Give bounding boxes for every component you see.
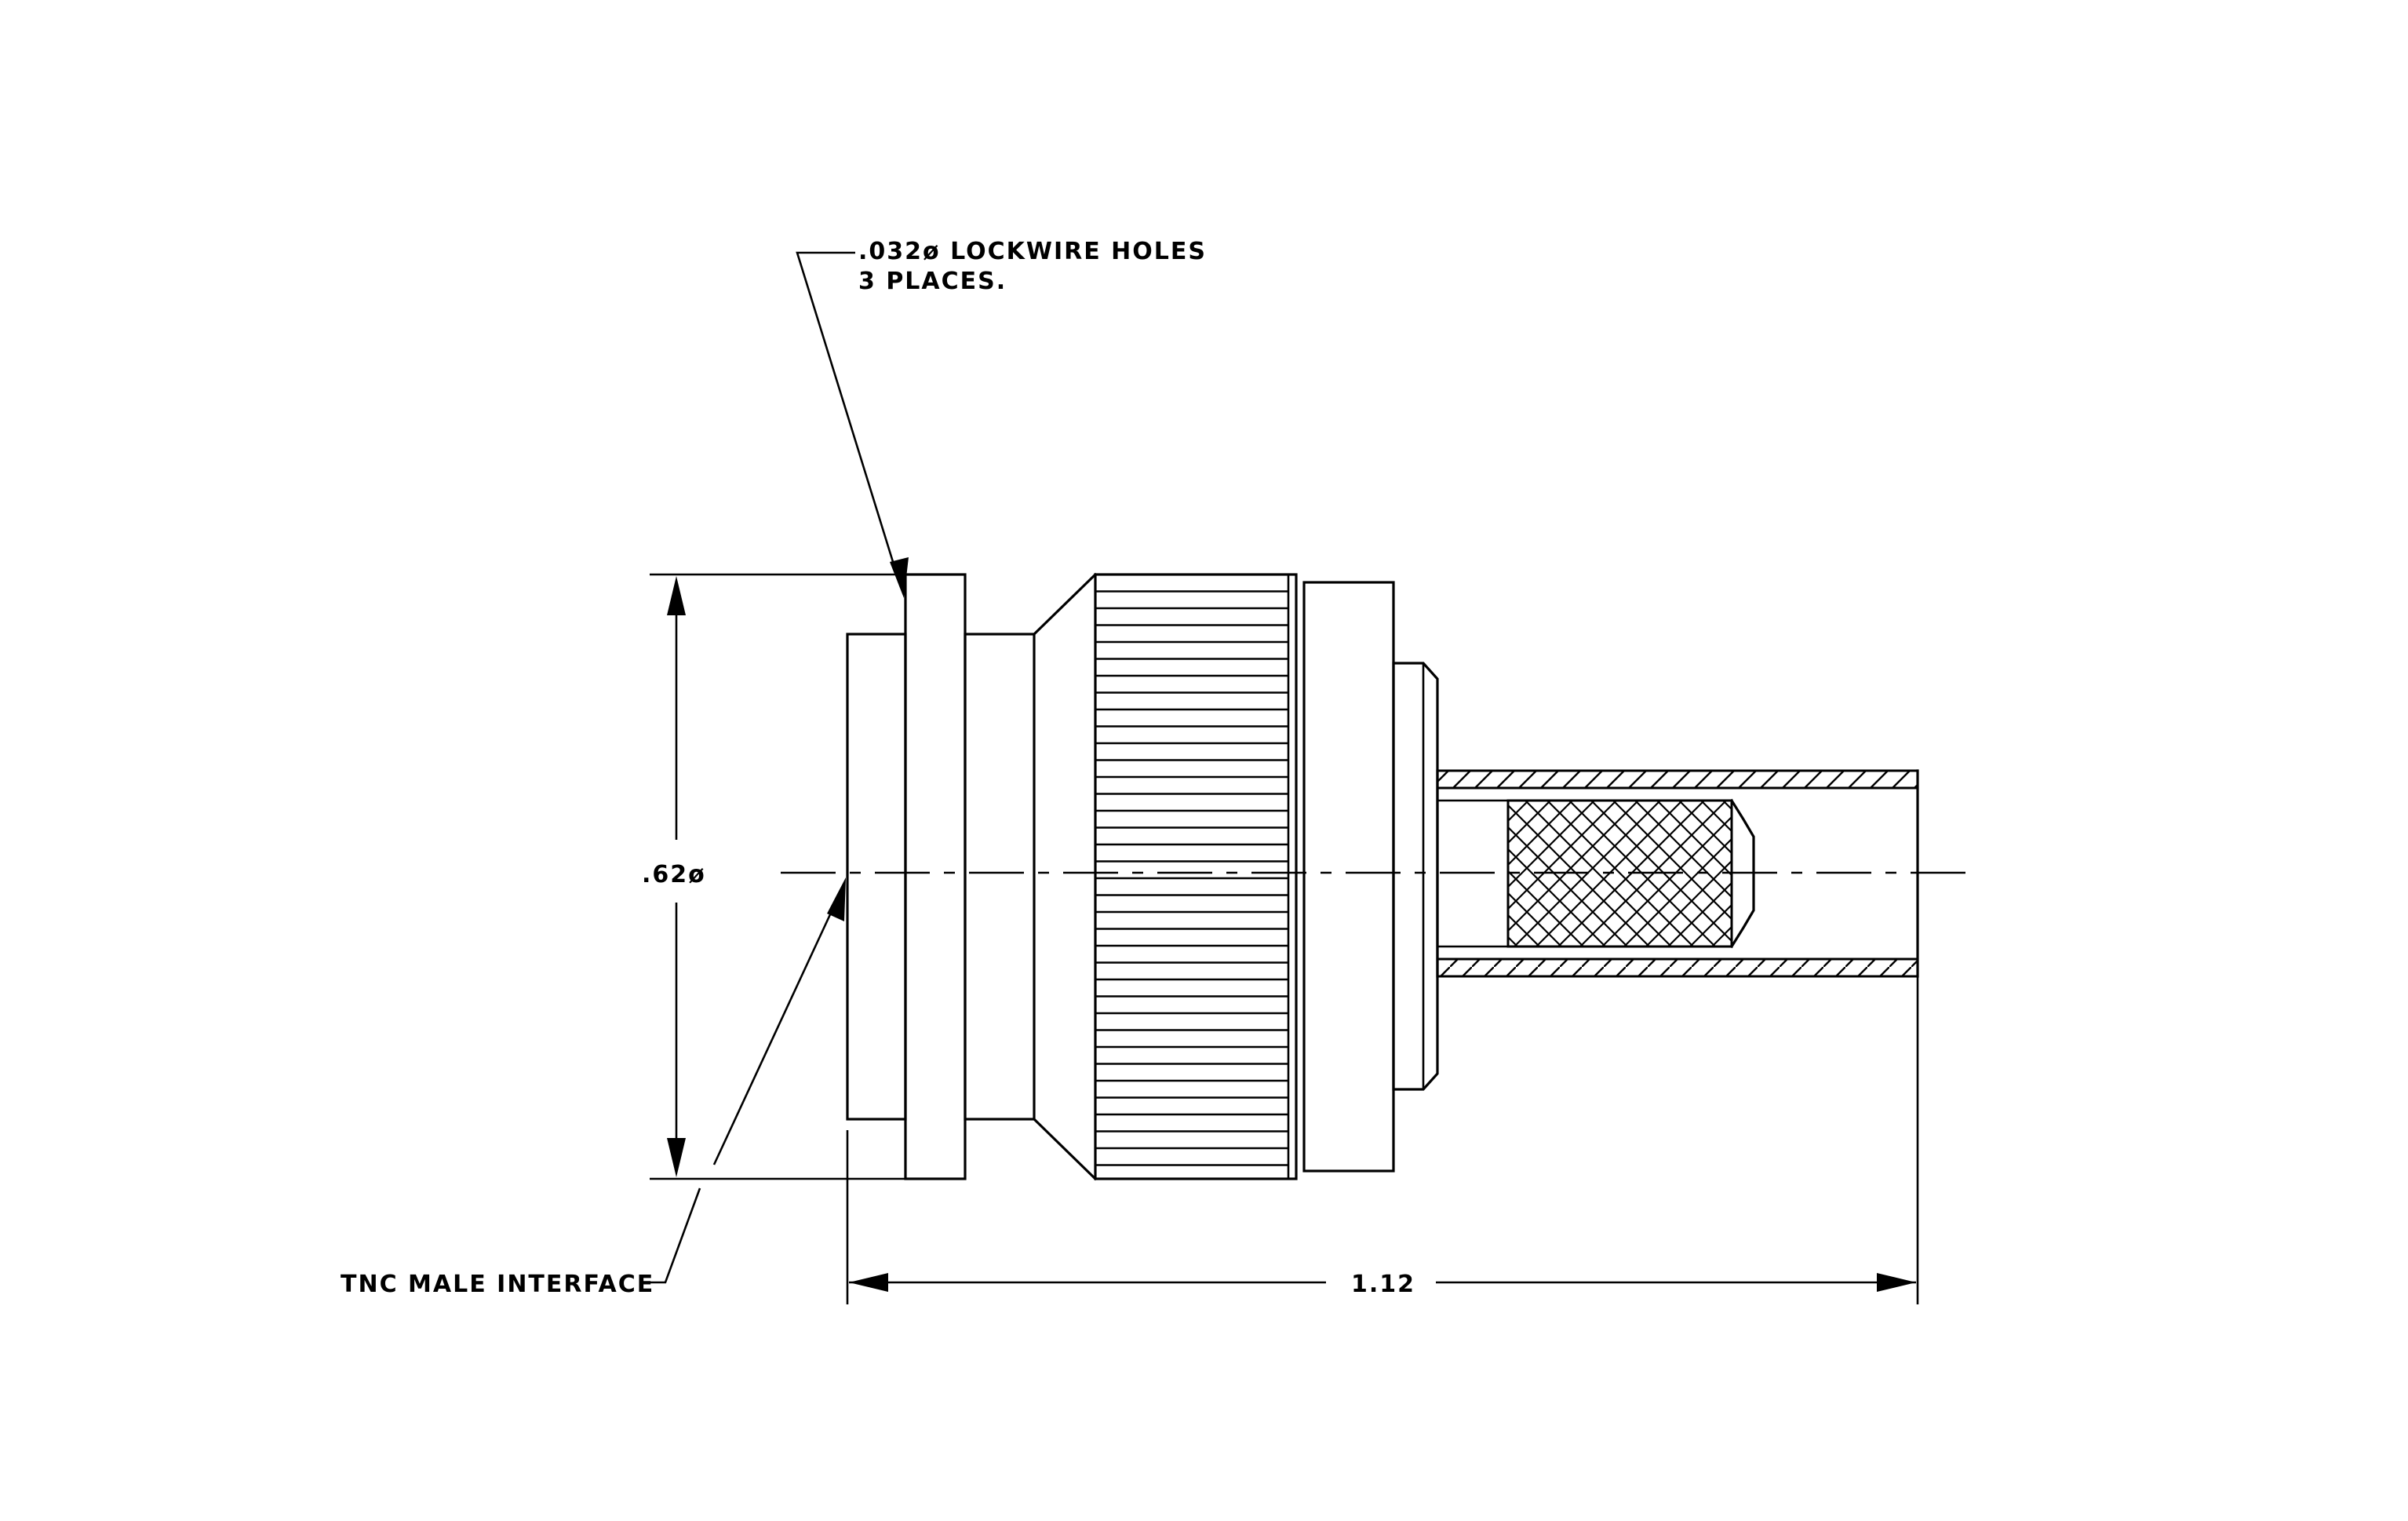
flange bbox=[904, 573, 967, 1180]
diameter-label: .62ø bbox=[642, 861, 706, 888]
length-dimension bbox=[846, 976, 1919, 1304]
flange-neck bbox=[964, 633, 1036, 1121]
interface-label: TNC MALE INTERFACE bbox=[341, 1271, 654, 1298]
lockwire-leader bbox=[796, 251, 909, 598]
crimp-ring bbox=[1392, 662, 1439, 1091]
interface-body bbox=[846, 633, 907, 1121]
interface-leader bbox=[640, 877, 846, 1284]
lockwire-label-line1: .032ø LOCKWIRE HOLES bbox=[858, 238, 1207, 265]
contact-pin bbox=[1437, 798, 1755, 949]
crimp-sleeve bbox=[1436, 769, 1919, 978]
nut-taper bbox=[1032, 572, 1098, 636]
rear-body bbox=[1302, 581, 1395, 1173]
knurl-lines bbox=[1095, 590, 1288, 1166]
nut-taper-bottom bbox=[1032, 1117, 1098, 1181]
diameter-dimension bbox=[650, 573, 905, 1180]
lockwire-label-line2: 3 PLACES. bbox=[858, 268, 1007, 295]
coupling-nut bbox=[1094, 573, 1298, 1180]
length-label: 1.12 bbox=[1351, 1271, 1415, 1298]
